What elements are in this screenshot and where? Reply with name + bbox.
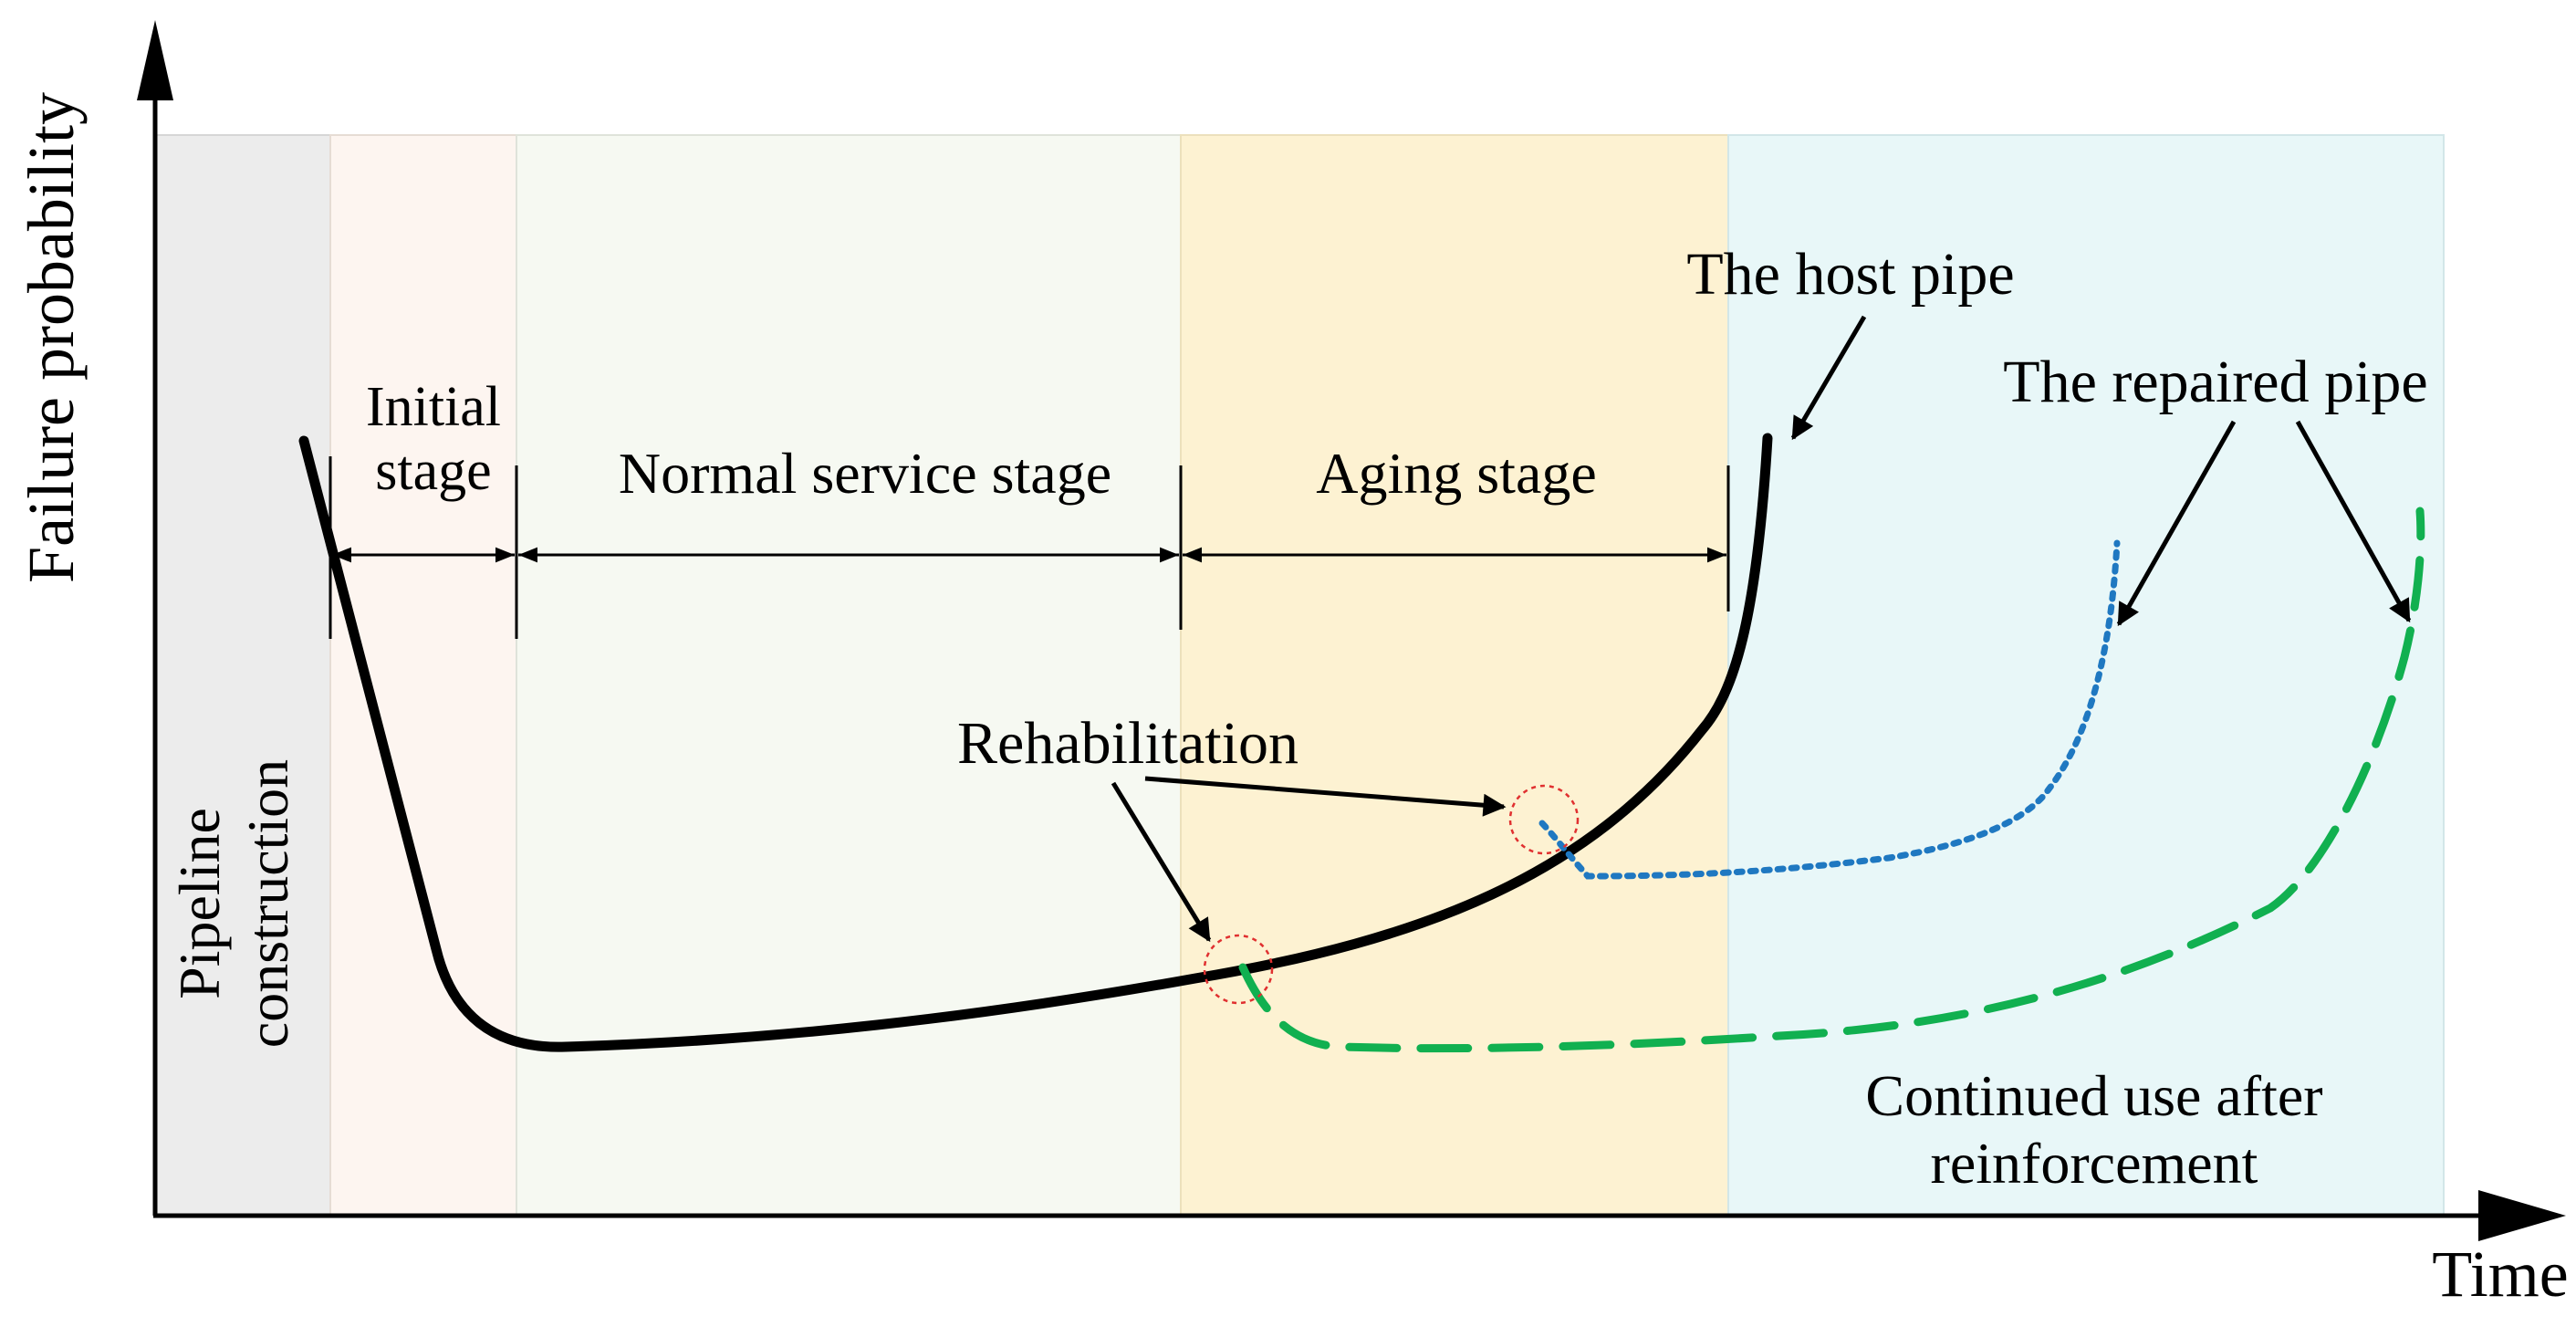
normal-stage-label: Normal service stage — [619, 441, 1111, 506]
arrow-repaired-dashed — [2295, 420, 2412, 623]
stage-dimension-lines — [329, 456, 1730, 639]
arrow-rehab-2 — [1144, 776, 1507, 817]
band-post — [1727, 134, 2445, 1217]
continued-use-curve — [1238, 507, 2425, 1053]
band-initial — [329, 134, 517, 1217]
arrow-rehab-1 — [1111, 781, 1212, 943]
host-pipe-curve — [298, 433, 1773, 1052]
arrow-repaired-dotted — [2116, 420, 2237, 627]
rehabilitation-label: Rehabilitation — [957, 710, 1298, 777]
initial-stage-label-line2: stage — [375, 440, 491, 502]
band-normal — [516, 134, 1182, 1217]
host-pipe-label: The host pipe — [1686, 241, 2014, 308]
initial-stage-label-line1: Initial — [366, 376, 501, 438]
arrow-host-pipe — [1790, 315, 1867, 441]
rehab-marker-1 — [1203, 934, 1274, 1005]
continued-use-label-line1: Continued use after — [1865, 1063, 2322, 1128]
x-axis-arrowhead — [2478, 1190, 2566, 1241]
callout-arrows — [1111, 315, 2412, 943]
continued-use-label-line2: reinforcement — [1931, 1131, 2258, 1196]
repaired-pipe-curve — [1538, 539, 2121, 880]
construction-label-line2: construction — [235, 759, 300, 1048]
y-axis-label: Failure probability — [15, 92, 88, 583]
band-aging — [1180, 134, 1729, 1217]
construction-label-line1: Pipeline — [167, 808, 232, 999]
rehab-marker-2 — [1508, 784, 1580, 855]
y-axis-arrowhead — [137, 20, 173, 100]
x-axis-label: Time — [2432, 1238, 2568, 1311]
band-construction — [154, 134, 331, 1217]
aging-stage-label: Aging stage — [1316, 441, 1597, 506]
repaired-pipe-label: The repaired pipe — [2003, 349, 2427, 415]
